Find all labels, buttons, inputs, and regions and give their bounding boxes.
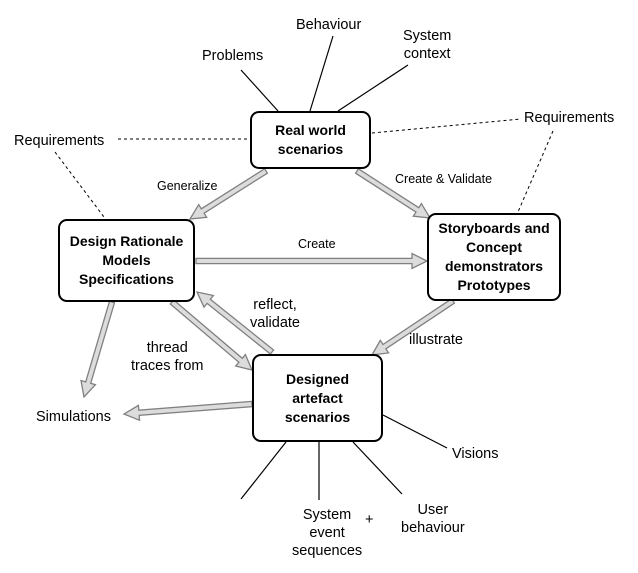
requirements-right-to-storyboard-dash [517, 130, 554, 213]
generalize-arrow [188, 167, 269, 220]
design-to-simulations-arrow [80, 300, 116, 399]
thread-traces-label: thread traces from [131, 340, 204, 374]
create-validate-label: Create & Validate [395, 172, 493, 186]
designed-left-line [240, 441, 287, 500]
reflect-validate-arrow [195, 291, 275, 355]
plus-label: + [365, 512, 374, 528]
create-arrow [195, 252, 429, 270]
visions-label: Visions [452, 446, 499, 462]
system-event-label: System event sequences [292, 507, 363, 559]
create-validate-arrow [354, 167, 432, 219]
design-rationale-label: Design Rationale Models Specifications [69, 233, 184, 287]
illustrate-label: illustrate [409, 332, 463, 348]
system-context-label: System context [403, 28, 452, 62]
problems-label: Problems [202, 48, 264, 64]
system-context-line [337, 64, 409, 112]
reflect-validate-label: reflect, validate [250, 297, 300, 331]
requirements-right-dash [371, 118, 522, 134]
designed-visions-line [382, 414, 448, 449]
requirements-left-to-design-dash [54, 151, 105, 218]
requirements-left-label: Requirements [14, 133, 105, 149]
storyboards-label: Storyboards and Concept demonstrators Pr… [438, 220, 550, 293]
designed-artefact-label: Designed artefact scenarios [284, 370, 351, 425]
designed-user-line [352, 441, 403, 495]
real-world-scenarios-label: Real world scenarios [275, 122, 346, 157]
designed-artefact-node[interactable]: Designed artefact scenarios [252, 354, 383, 442]
user-behaviour-label: User behaviour [401, 502, 465, 536]
create-label: Create [298, 237, 336, 251]
storyboards-node[interactable]: Storyboards and Concept demonstrators Pr… [427, 213, 561, 301]
real-world-scenarios-node[interactable]: Real world scenarios [250, 111, 371, 169]
requirements-right-label: Requirements [524, 110, 615, 126]
thread-traces-arrow [169, 299, 254, 371]
generalize-label: Generalize [157, 179, 218, 193]
behaviour-label: Behaviour [296, 17, 362, 33]
simulations-label: Simulations [36, 409, 111, 425]
behaviour-line [309, 35, 334, 112]
problems-line [240, 69, 279, 112]
design-rationale-node[interactable]: Design Rationale Models Specifications [58, 219, 195, 302]
designed-to-simulations-arrow [122, 400, 253, 422]
illustrate-arrow [370, 297, 456, 356]
